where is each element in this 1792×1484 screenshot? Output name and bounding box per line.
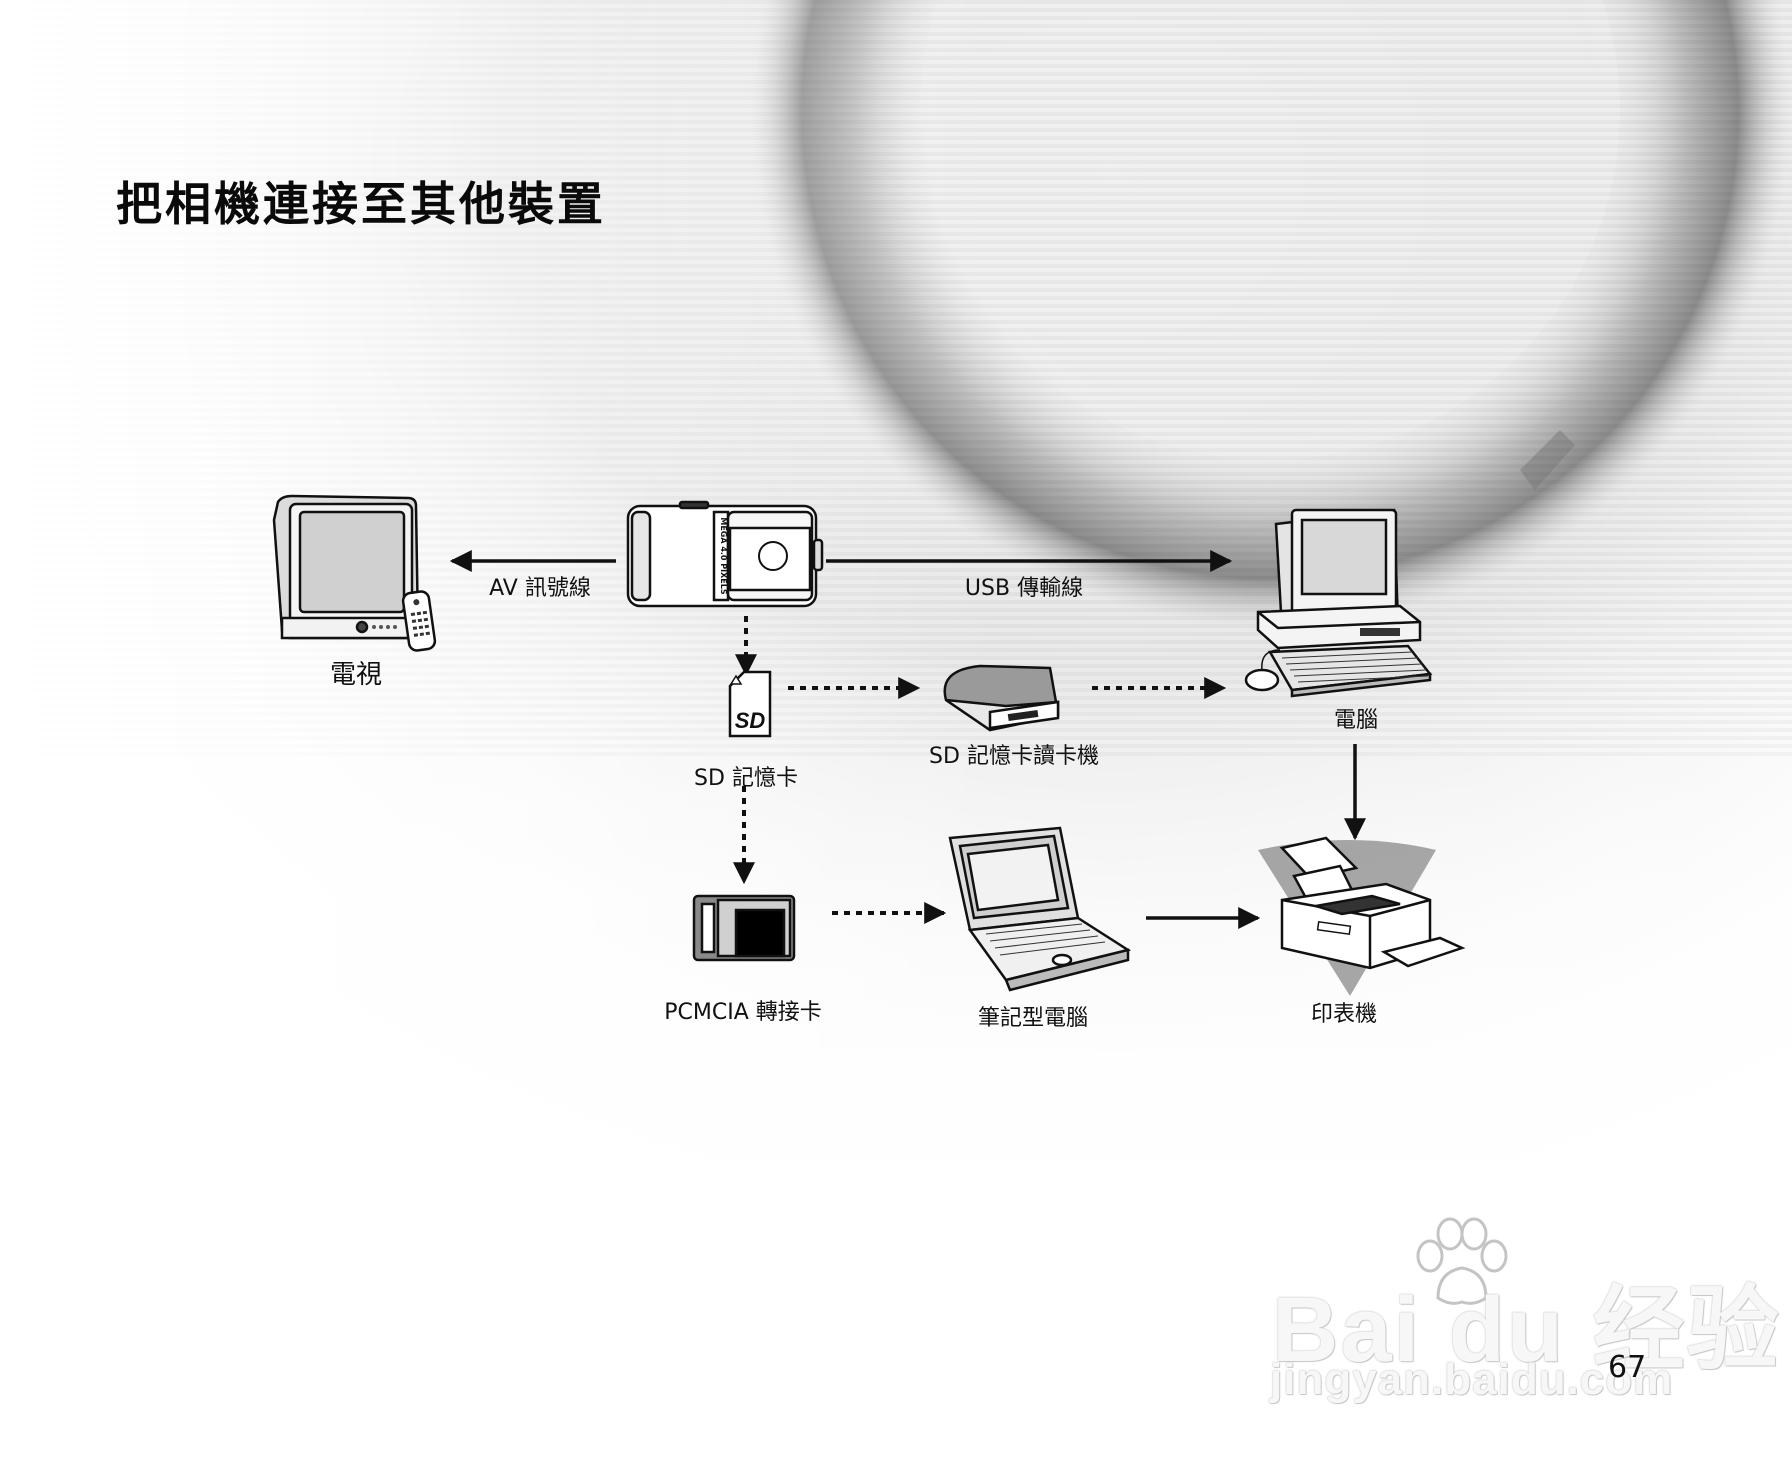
- laptop-icon: [948, 826, 1132, 992]
- computer-label: 電腦: [1333, 708, 1379, 733]
- computer-icon: [1244, 508, 1433, 698]
- sd-card-icon: SD: [728, 670, 772, 738]
- tv-icon: [272, 494, 437, 652]
- card-reader-label: SD 記憶卡讀卡機: [929, 744, 1099, 769]
- usb-cable-label: USB 傳輸線: [964, 576, 1084, 601]
- tv-label: 電視: [329, 660, 383, 690]
- laptop-label: 筆記型電腦: [977, 1006, 1089, 1031]
- page-number: 67: [1608, 1350, 1647, 1385]
- sd-card-label: SD 記憶卡: [694, 766, 798, 791]
- av-cable-label: AV 訊號線: [489, 576, 591, 601]
- watermark-url: jingyan.baidu.com: [1270, 1355, 1674, 1404]
- printer-label: 印表機: [1310, 1002, 1378, 1027]
- baidu-paw-logo: [1416, 1217, 1508, 1305]
- camera-icon: [626, 500, 824, 608]
- pcmcia-card-icon: [692, 894, 796, 962]
- pcmcia-label: PCMCIA 轉接卡: [664, 1000, 822, 1025]
- svg-text:SD: SD: [735, 708, 766, 733]
- card-reader-icon: [943, 664, 1060, 732]
- camera-badge: MEGA 4.0 PIXELS: [719, 517, 728, 594]
- watermark-brand: Bai du 经验: [1272, 1279, 1781, 1381]
- page-title: 把相機連接至其他裝置: [116, 177, 606, 231]
- printer-icon: [1258, 836, 1466, 996]
